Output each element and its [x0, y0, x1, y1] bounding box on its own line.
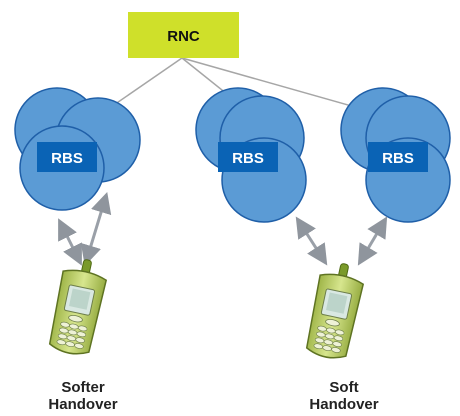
rnc-box: [128, 12, 239, 58]
rbs-node-1: RBS: [37, 142, 97, 172]
radio-link-arrow: [295, 216, 328, 266]
rnc-node: RNC: [128, 12, 239, 58]
mobile-phone-icon: [48, 259, 108, 355]
rbs-box: [368, 142, 428, 172]
rnc-label: RNC: [167, 28, 200, 45]
radio-link-arrow: [80, 191, 112, 267]
rbs-box: [218, 142, 278, 172]
rbs-box: [37, 142, 97, 172]
radio-link-arrow: [357, 216, 388, 266]
radio-link-arrow: [58, 218, 82, 266]
caption-line: Handover: [48, 396, 118, 413]
caption-line: Soft: [329, 379, 359, 396]
soft-handover-caption: Soft Handover: [284, 379, 404, 413]
mobile-phone-icon: [305, 263, 365, 359]
rbs-node-2: RBS: [218, 142, 278, 172]
caption-line: Handover: [309, 396, 379, 413]
rbs-label: RBS: [382, 150, 414, 167]
softer-handover-caption: Softer Handover: [23, 379, 143, 413]
rbs-node-3: RBS: [368, 142, 428, 172]
radio-links: [58, 191, 388, 267]
caption-line: Softer: [61, 379, 105, 396]
rbs-label: RBS: [51, 150, 83, 167]
rbs-label: RBS: [232, 150, 264, 167]
